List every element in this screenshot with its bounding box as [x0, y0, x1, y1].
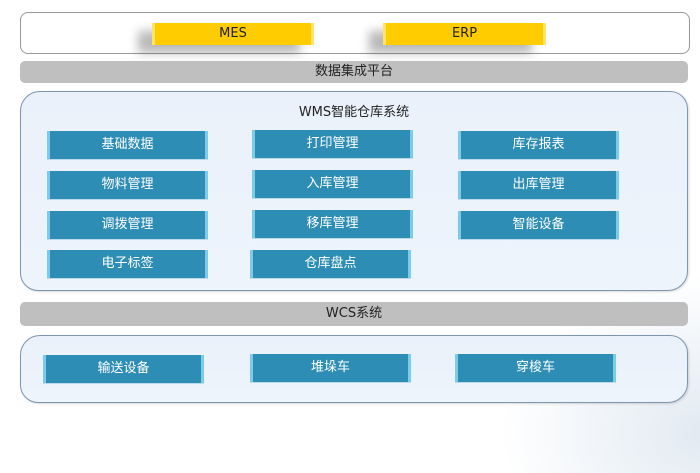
erp-button[interactable]: ERP [383, 23, 546, 45]
wcs-panel: 输送设备 堆垛车 穿梭车 [20, 335, 688, 403]
module-smart-devices[interactable]: 智能设备 [458, 211, 619, 239]
module-inventory-report[interactable]: 库存报表 [458, 131, 619, 159]
module-relocation-management[interactable]: 移库管理 [252, 210, 413, 238]
module-print-management[interactable]: 打印管理 [252, 130, 413, 158]
module-stacker-vehicle[interactable]: 堆垛车 [250, 354, 411, 382]
mes-button[interactable]: MES [152, 23, 314, 45]
module-warehouse-stocktake[interactable]: 仓库盘点 [250, 250, 411, 278]
module-inbound-management[interactable]: 入库管理 [252, 170, 413, 198]
integration-platform-bar: 数据集成平台 [20, 61, 688, 83]
module-basic-data[interactable]: 基础数据 [47, 131, 208, 159]
module-conveyor-equipment[interactable]: 输送设备 [43, 355, 204, 383]
external-systems-panel: MES ERP [20, 12, 690, 54]
module-shuttle-vehicle[interactable]: 穿梭车 [455, 354, 616, 382]
module-transfer-management[interactable]: 调拨管理 [47, 211, 208, 239]
module-outbound-management[interactable]: 出库管理 [458, 171, 619, 199]
wcs-bar: WCS系统 [20, 302, 688, 326]
module-material-management[interactable]: 物料管理 [47, 171, 208, 199]
wms-panel: WMS智能仓库系统 基础数据 打印管理 库存报表 物料管理 入库管理 出库管理 … [20, 91, 688, 291]
module-electronic-labels[interactable]: 电子标签 [47, 250, 208, 278]
wms-title: WMS智能仓库系统 [298, 105, 410, 120]
